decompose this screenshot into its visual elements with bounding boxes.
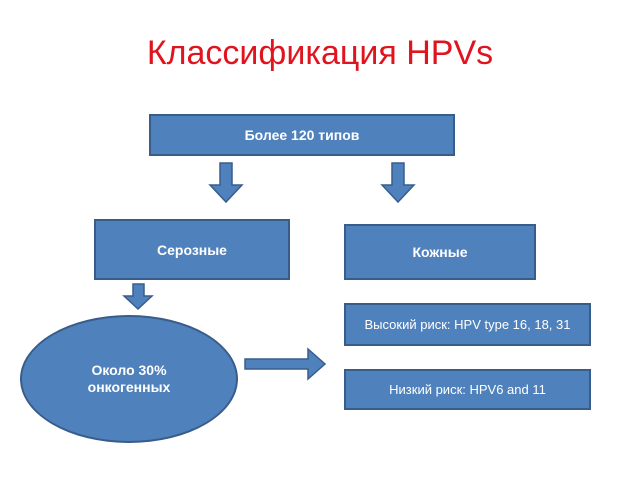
low-risk-node-label: Низкий риск: HPV6 and 11 bbox=[389, 381, 546, 397]
serous-node: Серозные bbox=[94, 219, 290, 280]
serous-node-label: Серозные bbox=[157, 241, 227, 258]
oncogenic-node-label-1: Около 30% bbox=[91, 361, 167, 378]
oncogenic-node-label-2: онкогенных bbox=[87, 379, 171, 395]
arrow-root-to-skin bbox=[380, 162, 416, 204]
low-risk-node: Низкий риск: HPV6 and 11 bbox=[344, 369, 591, 410]
root-node: Более 120 типов bbox=[149, 114, 455, 156]
high-risk-node-label: Высокий риск: HPV type 16, 18, 31 bbox=[364, 316, 571, 332]
skin-node: Кожные bbox=[344, 224, 536, 280]
oncogenic-node: Около 30% онкогенных bbox=[20, 315, 238, 443]
skin-node-label: Кожные bbox=[412, 244, 468, 260]
arrow-serous-to-oncogenic bbox=[122, 283, 154, 311]
high-risk-node: Высокий риск: HPV type 16, 18, 31 bbox=[344, 303, 591, 346]
arrow-oncogenic-to-risks bbox=[244, 347, 327, 381]
arrow-root-to-serous bbox=[208, 162, 244, 204]
diagram-title: Классификация HPVs bbox=[146, 34, 494, 72]
root-node-label: Более 120 типов bbox=[244, 127, 360, 143]
